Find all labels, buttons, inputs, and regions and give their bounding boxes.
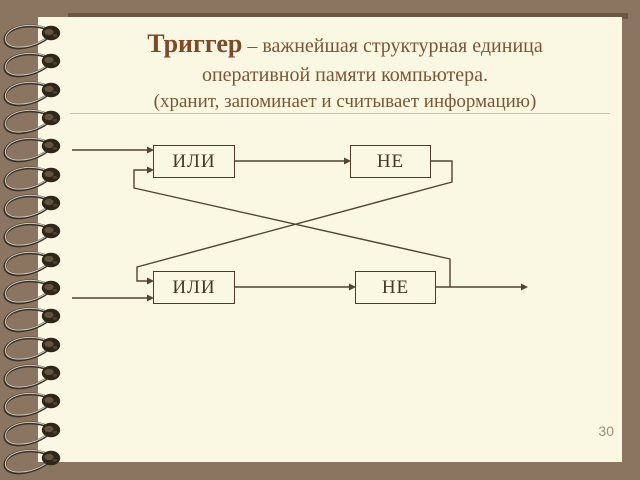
title-divider-line <box>70 113 610 114</box>
title-term: Триггер <box>147 29 243 58</box>
title-line-3: (хранит, запоминает и считывает информац… <box>153 91 537 112</box>
slide-title: Триггер – важнейшая структурная единица … <box>78 28 612 115</box>
slide-number: 30 <box>598 423 614 439</box>
title-line-2: оперативной памяти компьютера. <box>201 64 489 86</box>
spiral-binding <box>3 23 62 475</box>
title-rest: – важнейшая структурная единица <box>247 35 543 57</box>
gate-not-top: НЕ <box>350 145 431 178</box>
title-line-1: Триггер – важнейшая структурная единица <box>78 28 612 62</box>
gate-or-bottom: ИЛИ <box>153 271 235 304</box>
notebook-board-edge <box>68 13 628 19</box>
gate-not-bottom: НЕ <box>355 271 436 304</box>
gate-or-top: ИЛИ <box>153 145 235 178</box>
